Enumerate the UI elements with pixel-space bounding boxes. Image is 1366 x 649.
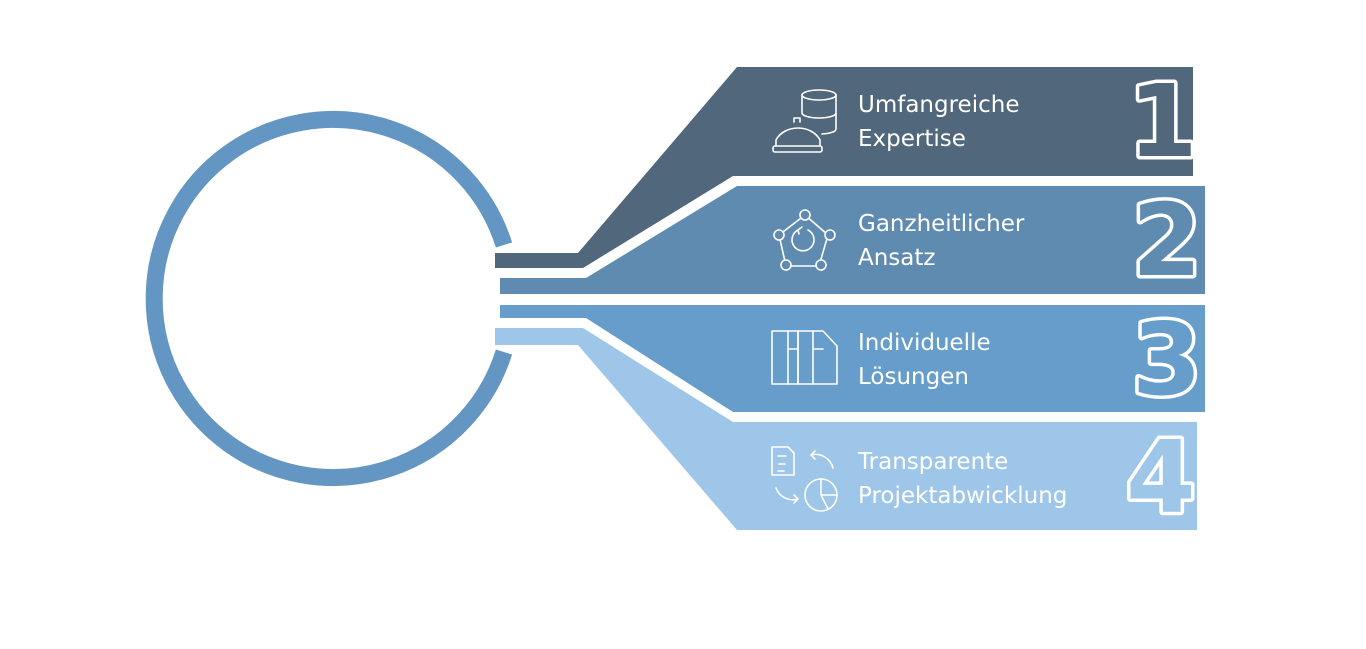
database-hardhat-icon xyxy=(772,89,837,153)
document-chart-exchange-icon xyxy=(771,446,838,512)
item-4-title-line1: Transparente xyxy=(857,449,1008,475)
item-1-title-line1: Umfangreiche xyxy=(858,92,1019,118)
modules-icon xyxy=(771,330,838,385)
item-3-title-line1: Individuelle xyxy=(858,330,991,356)
band-4 xyxy=(495,328,1197,530)
number-3: 3 xyxy=(1132,301,1202,418)
item-2-title-line2: Ansatz xyxy=(858,245,935,271)
circle-ring xyxy=(145,111,513,486)
number-4: 4 xyxy=(1126,419,1196,536)
item-1-title-line2: Expertise xyxy=(858,126,966,152)
item-4-title-line2: Projektabwicklung xyxy=(858,483,1067,509)
band-3 xyxy=(500,305,1205,412)
pentagon-cycle-icon xyxy=(773,209,836,271)
band-1 xyxy=(495,67,1193,268)
band-2 xyxy=(500,186,1205,294)
item-2-title-line1: Ganzheitlicher xyxy=(858,211,1025,237)
number-2: 2 xyxy=(1132,182,1202,299)
number-1: 1 xyxy=(1128,63,1198,180)
item-3-title-line2: Lösungen xyxy=(858,364,969,390)
